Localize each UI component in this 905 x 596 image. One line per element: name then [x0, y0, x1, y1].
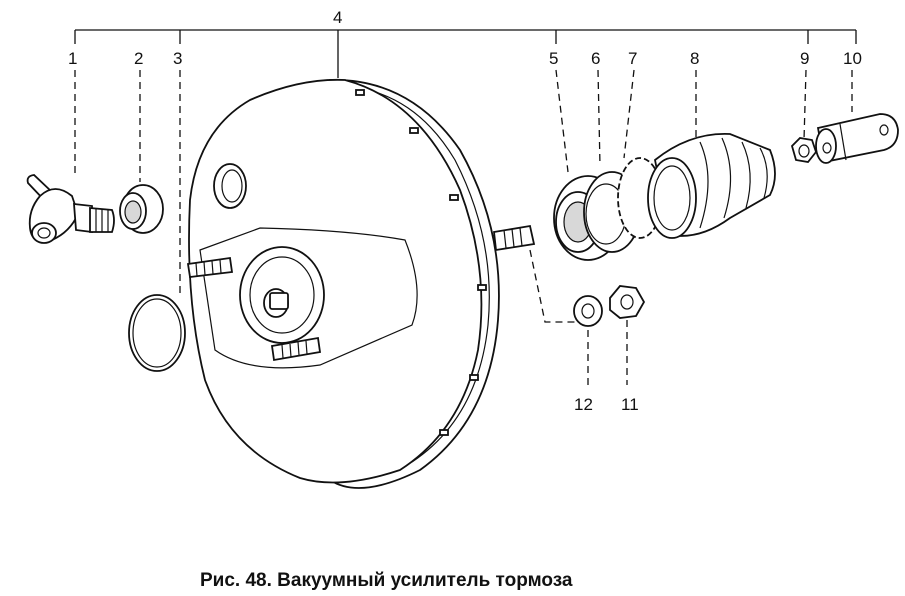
- label-9: 9: [800, 49, 809, 68]
- rear-stud: [493, 224, 536, 252]
- part-4-booster-housing: [186, 78, 536, 489]
- label-2: 2: [134, 49, 143, 68]
- label-3: 3: [173, 49, 182, 68]
- label-5: 5: [549, 49, 558, 68]
- part-8-protective-boot: [647, 133, 776, 239]
- part-1-vacuum-fitting: [26, 174, 115, 244]
- figure-caption: Рис. 48. Вакуумный усилитель тормоза: [200, 570, 573, 591]
- group-bracket-4: [74, 29, 857, 78]
- part-11-nut: [609, 285, 646, 319]
- label-11: 11: [621, 395, 639, 414]
- rim-clips: [355, 89, 487, 436]
- part-3-seal-ring: [128, 294, 186, 372]
- part-9-nut: [790, 137, 818, 163]
- part-10-fork: [815, 113, 899, 164]
- part-12-washer: [573, 295, 603, 327]
- part-2-grommet: [119, 184, 164, 234]
- leader-lines: [74, 69, 853, 385]
- front-studs: [186, 256, 322, 362]
- label-7: 7: [628, 49, 637, 68]
- label-4: 4: [333, 8, 342, 27]
- label-8: 8: [690, 49, 699, 68]
- label-10: 10: [843, 49, 862, 68]
- label-6: 6: [591, 49, 600, 68]
- label-1: 1: [68, 49, 77, 68]
- label-12: 12: [574, 395, 593, 414]
